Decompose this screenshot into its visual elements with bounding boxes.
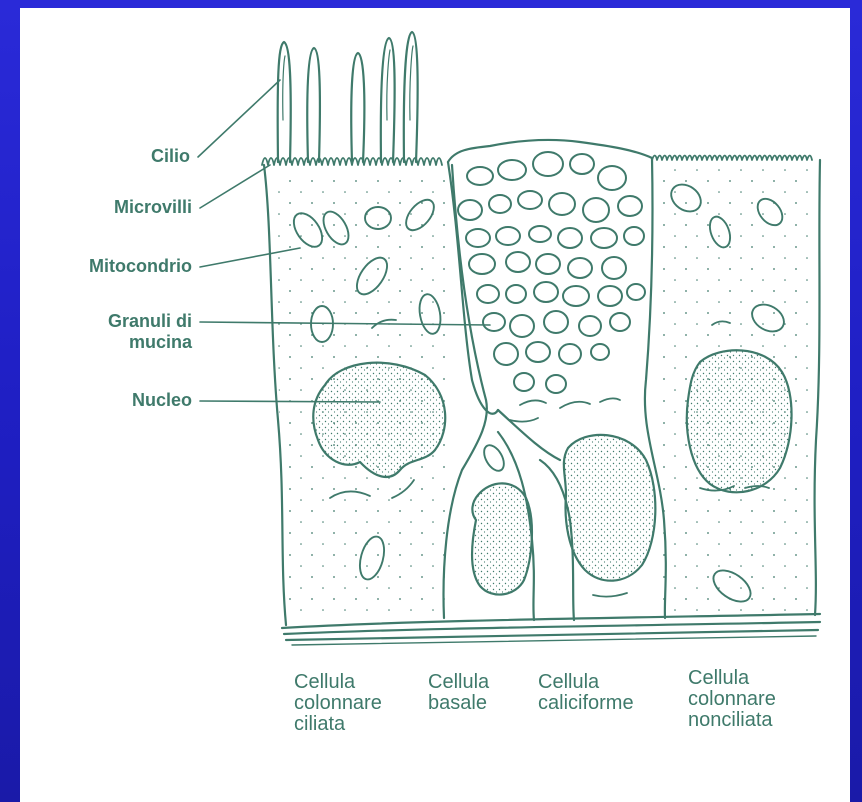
cilia <box>278 32 418 162</box>
label-nucleus: Nucleo <box>132 390 192 411</box>
label-cilium: Cilio <box>151 146 190 167</box>
caption-goblet-cell: Cellula caliciforme <box>538 672 634 714</box>
caption-ciliated-columnar-cell: Cellula colonnare ciliata <box>294 672 382 735</box>
caption-nonciliated-columnar-cell: Cellula colonnare nonciliata <box>688 668 776 731</box>
basement-membrane <box>282 614 820 645</box>
label-mitochondrion: Mitocondrio <box>89 256 192 277</box>
mucin-granules <box>458 152 645 393</box>
caption-basal-cell: Cellula basale <box>428 672 489 714</box>
label-microvilli: Microvilli <box>114 197 192 218</box>
label-mucin-granules: Granuli di mucina <box>108 311 192 353</box>
